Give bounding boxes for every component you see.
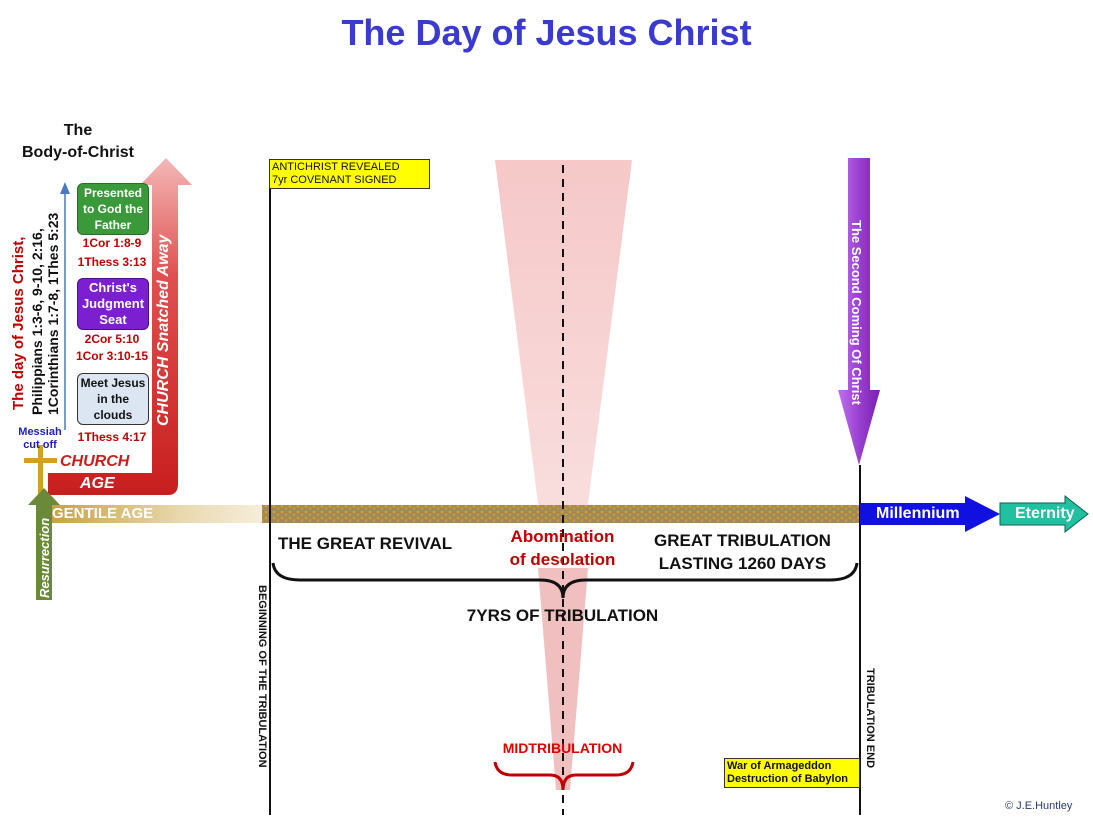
church-label: CHURCH bbox=[60, 453, 130, 470]
presented-ref-2: 1Thess 3:13 bbox=[77, 255, 147, 269]
seven-years-label: 7YRS OF TRIBULATION bbox=[466, 606, 659, 625]
cross-horizontal bbox=[24, 458, 57, 463]
great-revival-label: THE GREAT REVIVAL bbox=[278, 534, 453, 553]
millennium-label: Millennium bbox=[876, 505, 960, 522]
end-line bbox=[859, 465, 861, 815]
resurrection-arrow bbox=[28, 488, 60, 600]
eternity-arrow bbox=[999, 494, 1089, 534]
abomination-line1: Abomination bbox=[510, 527, 615, 546]
meet-jesus-ref: 1Thess 4:17 bbox=[77, 430, 147, 444]
lower-cone bbox=[538, 568, 588, 790]
antichrist-box: ANTICHRIST REVEALED 7yr COVENANT SIGNED bbox=[269, 159, 430, 189]
abomination-line2: of desolation bbox=[509, 550, 616, 569]
corinthians-ref: 1Corinthians 1:7-8, 1Thes 5:23 bbox=[45, 212, 61, 415]
tribulation-end-label: TRIBULATION END bbox=[864, 668, 876, 769]
day-of-jesus-christ-label: The day of Jesus Christ, bbox=[10, 236, 27, 410]
judgment-ref-2: 1Cor 3:10-15 bbox=[75, 349, 149, 363]
progress-arrowhead bbox=[60, 182, 70, 194]
beginning-tribulation-label: BEGINNING OF THE TRIBULATION bbox=[256, 585, 268, 768]
second-coming-arrow bbox=[838, 158, 880, 465]
tribulation-band bbox=[262, 505, 860, 523]
great-tribulation-line1: GREAT TRIBULATION bbox=[654, 531, 831, 550]
meet-jesus-box: Meet Jesus in the clouds bbox=[77, 373, 149, 425]
age-label: AGE bbox=[80, 475, 115, 492]
body-of-christ-line1: The bbox=[63, 122, 93, 139]
judgment-ref-1: 2Cor 5:10 bbox=[84, 332, 140, 346]
body-of-christ-heading: The Body-of-Christ bbox=[8, 120, 148, 164]
armageddon-line2: Destruction of Babylon bbox=[727, 773, 849, 785]
messiah-cut-off-label: Messiah cut off bbox=[18, 426, 62, 451]
gentile-age-band bbox=[48, 505, 273, 523]
copyright-label: © J.E.Huntley bbox=[1005, 800, 1073, 812]
page-title: The Day of Jesus Christ bbox=[341, 12, 752, 53]
body-of-christ-line2: Body-of-Christ bbox=[22, 144, 134, 161]
philippians-ref: Philippians 1:3-6, 9-10, 2:16, bbox=[29, 228, 45, 415]
church-snatched-away-label: CHURCH Snatched Away bbox=[155, 234, 172, 426]
great-tribulation-label: GREAT TRIBULATION LASTING 1260 DAYS bbox=[640, 529, 845, 575]
abomination-label: Abomination of desolation bbox=[495, 525, 630, 571]
armageddon-line1: War of Armageddon bbox=[727, 760, 832, 772]
armageddon-box: War of Armageddon Destruction of Babylon bbox=[724, 758, 860, 788]
church-age-arrow bbox=[48, 158, 192, 495]
second-coming-label: The Second Coming Of Christ bbox=[849, 220, 864, 405]
resurrection-label: Resurrection bbox=[37, 517, 52, 598]
eternity-label: Eternity bbox=[1015, 505, 1075, 522]
midtribulation-brace bbox=[493, 761, 635, 791]
beginning-line bbox=[269, 160, 271, 815]
millennium-arrow bbox=[860, 496, 1000, 532]
midtribulation-label: MIDTRIBULATION bbox=[502, 740, 623, 756]
presented-ref-1: 1Cor 1:8-9 bbox=[82, 236, 142, 250]
antichrist-line2: 7yr COVENANT SIGNED bbox=[272, 174, 397, 186]
great-tribulation-line2: LASTING 1260 DAYS bbox=[658, 554, 827, 573]
tribulation-brace bbox=[271, 562, 859, 599]
presented-to-god-box: Presented to God the Father bbox=[77, 183, 149, 235]
cross-vertical bbox=[38, 445, 43, 495]
antichrist-line1: ANTICHRIST REVEALED bbox=[272, 161, 400, 173]
judgment-seat-box: Christ's Judgment Seat bbox=[77, 278, 149, 330]
gentile-age-label: GENTILE AGE bbox=[52, 505, 154, 522]
